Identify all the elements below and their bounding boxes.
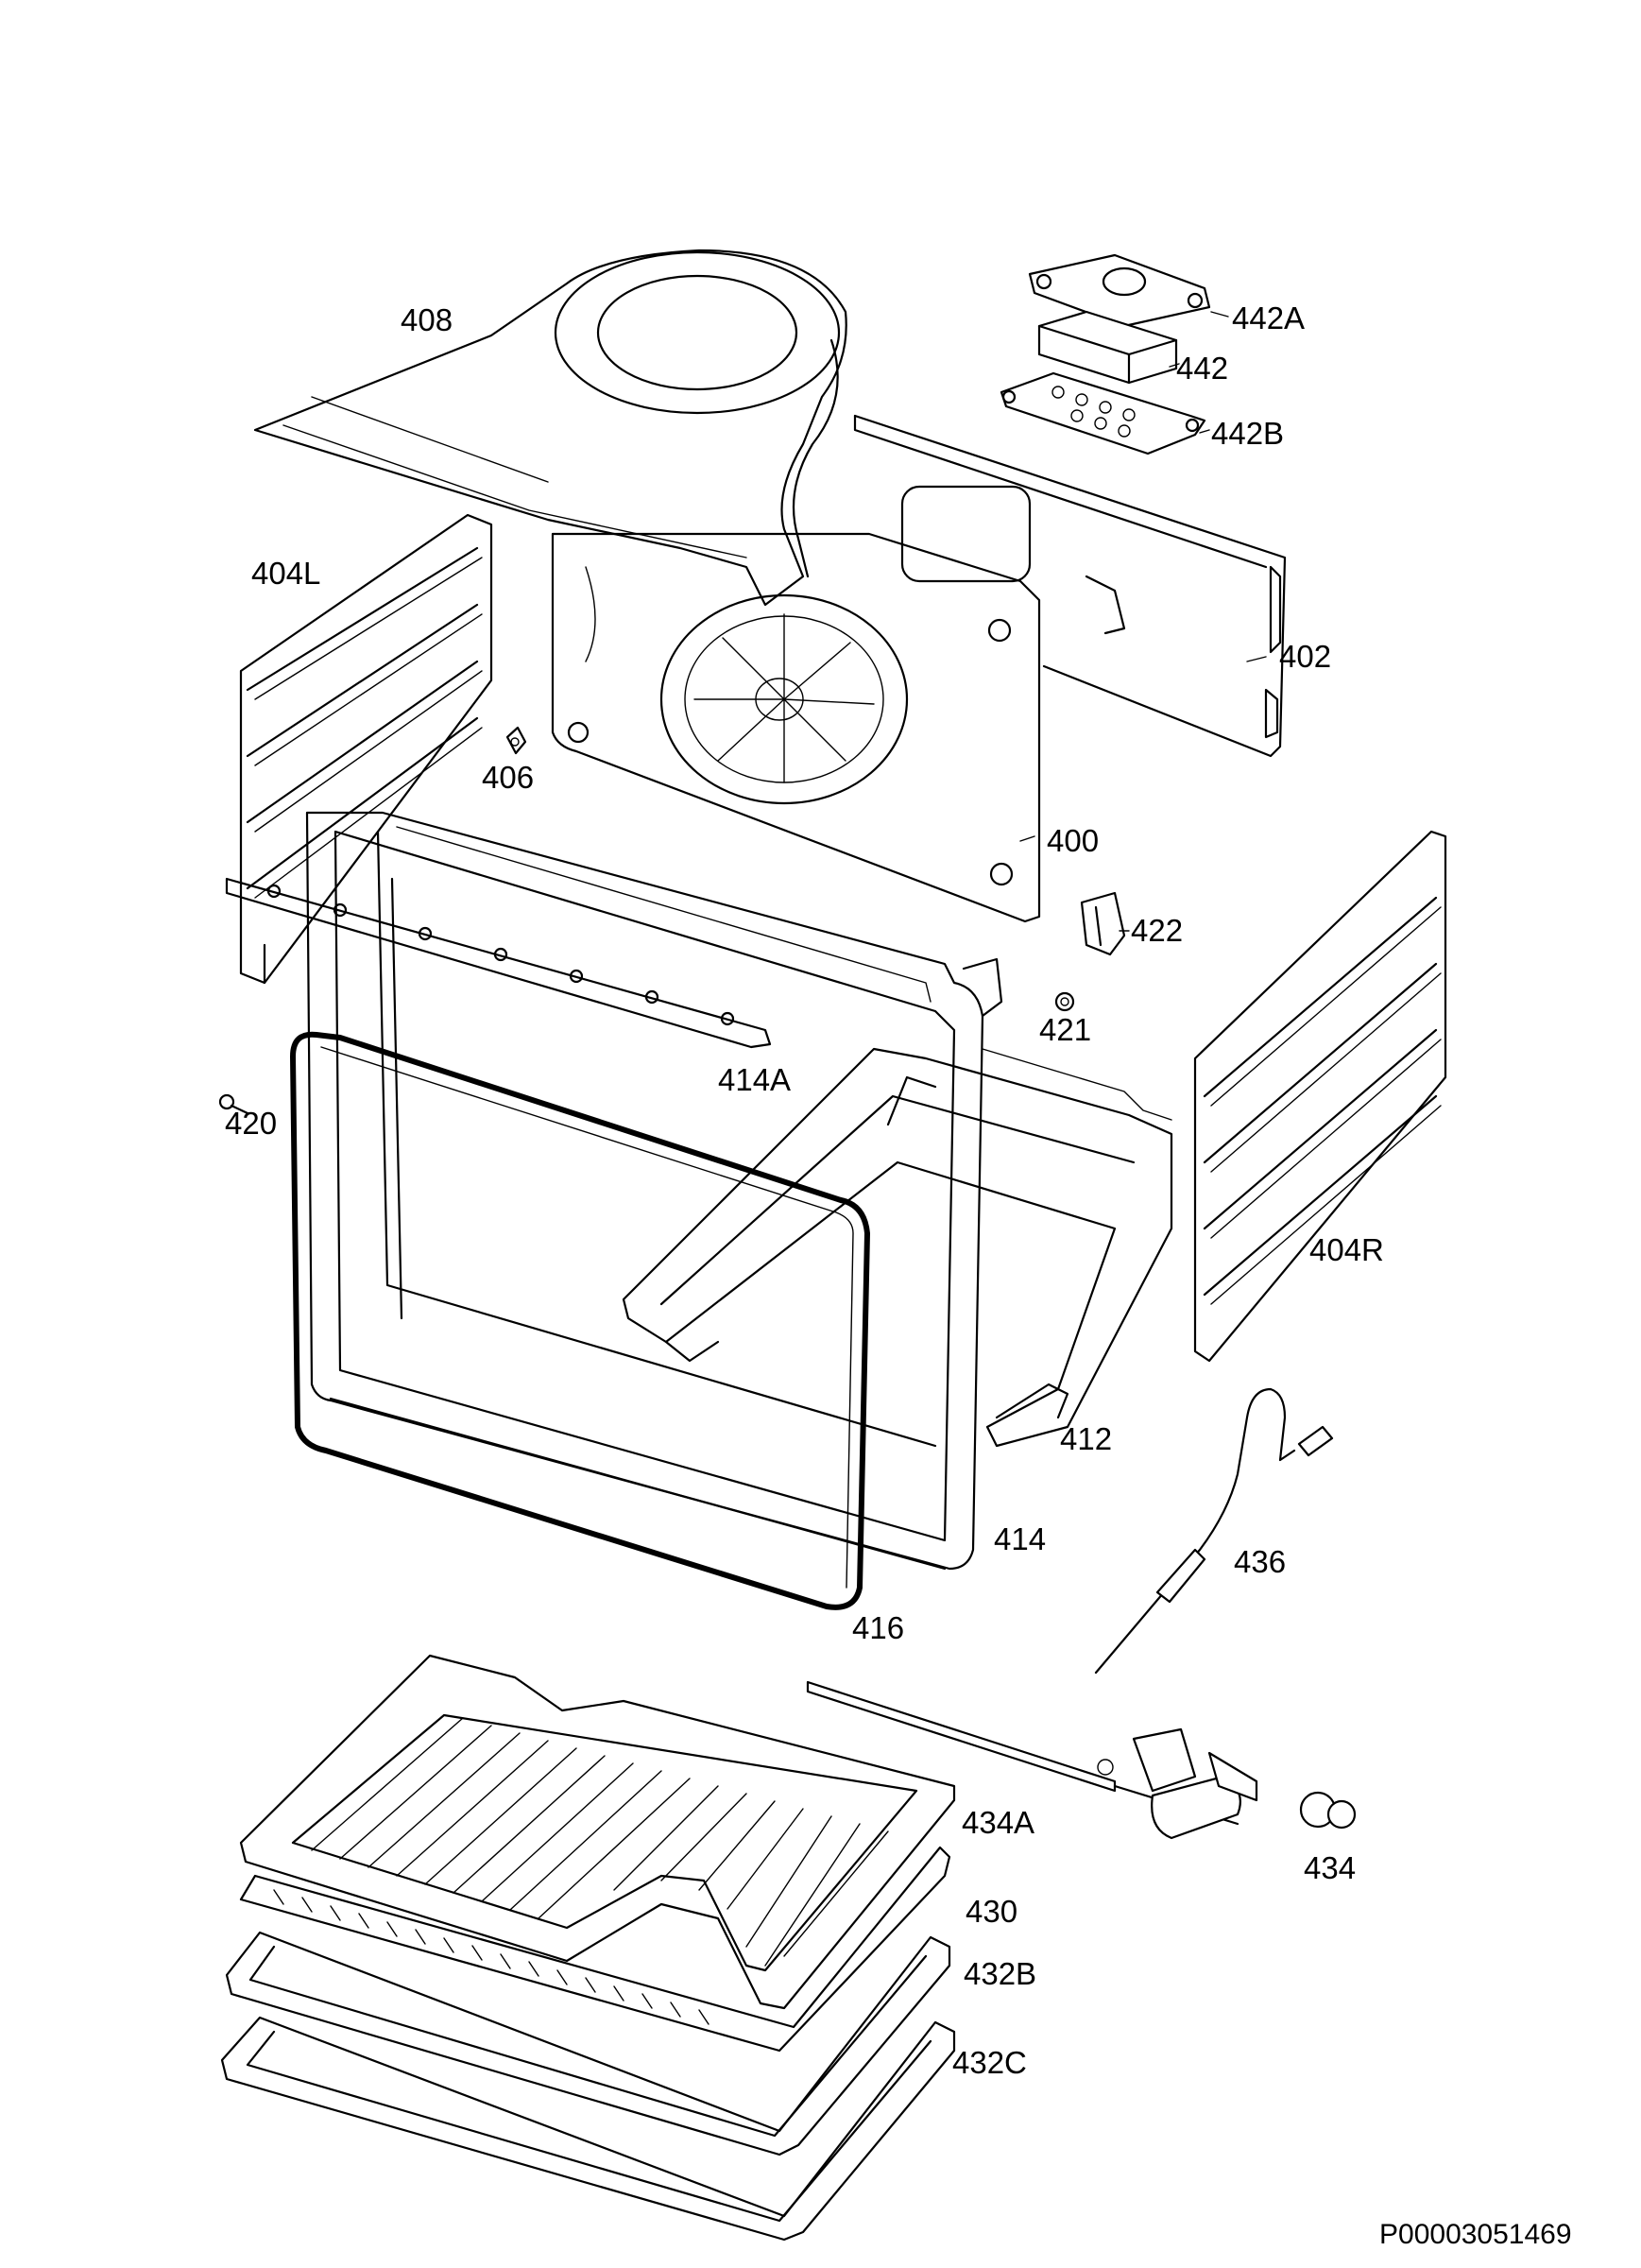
label-404R: 404R [1309, 1232, 1384, 1267]
part-442-module-set [1000, 253, 1211, 455]
label-408: 408 [401, 302, 453, 337]
label-442: 442 [1176, 351, 1229, 386]
label-422: 422 [1131, 913, 1184, 948]
label-442A: 442A [1232, 301, 1306, 335]
label-421: 421 [1039, 1012, 1092, 1047]
label-434: 434 [1304, 1850, 1357, 1885]
part-404L-left-shelf-support [239, 513, 493, 985]
part-434-rotisserie-spit [806, 1680, 1357, 1840]
part-432C-tray [220, 2016, 956, 2242]
part-434A-grid-tray [239, 1654, 956, 2010]
label-414: 414 [994, 1521, 1047, 1556]
leader-lines [1019, 311, 1267, 932]
part-402-rear-bracket [853, 414, 1287, 758]
label-402: 402 [1279, 639, 1332, 674]
part-430-grill-rack [239, 1846, 951, 2053]
label-400: 400 [1047, 823, 1100, 858]
part-421-nut [1054, 991, 1075, 1012]
part-432B-tray [225, 1931, 951, 2156]
part-406-clip [505, 726, 527, 755]
label-416: 416 [852, 1610, 905, 1645]
part-400-rear-panel [551, 532, 1041, 923]
part-404R-right-shelf-support [1193, 830, 1447, 1363]
part-414-oven-frame [305, 811, 1003, 1571]
label-406: 406 [482, 760, 535, 795]
label-442B: 442B [1211, 416, 1285, 451]
part-422-switch [1080, 891, 1126, 956]
document-code: P00003051469 [1379, 2219, 1572, 2250]
part-414A-trim-bar [225, 877, 772, 1049]
label-432C: 432C [952, 2045, 1027, 2080]
part-420-screw [218, 1093, 249, 1115]
label-432B: 432B [964, 1956, 1037, 1991]
part-412-bottom-frame [622, 1047, 1173, 1448]
label-420: 420 [225, 1106, 278, 1141]
label-434A: 434A [962, 1805, 1035, 1840]
part-416-door-gasket [290, 1031, 870, 1610]
label-436: 436 [1234, 1544, 1287, 1579]
label-430: 430 [966, 1894, 1018, 1929]
label-414A: 414A [718, 1062, 792, 1097]
part-436-probe [1094, 1387, 1334, 1675]
label-412: 412 [1060, 1421, 1113, 1456]
label-404L: 404L [251, 556, 321, 591]
part-408-fan-cover [253, 249, 847, 607]
